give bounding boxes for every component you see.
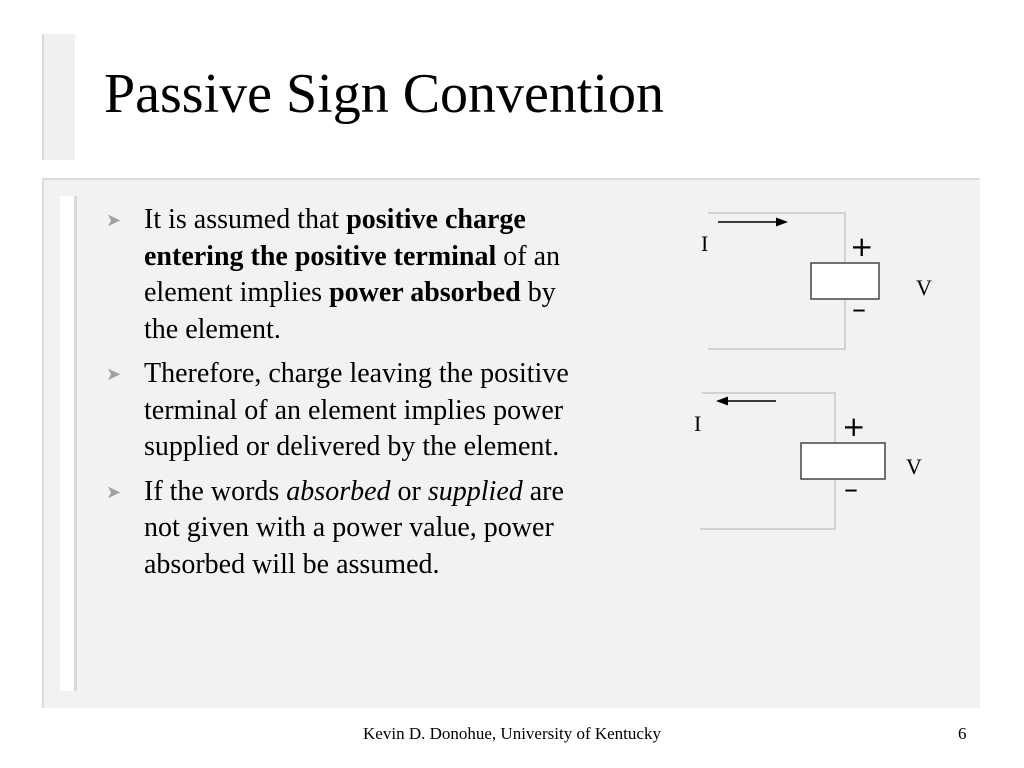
arrowhead-bullet-icon: ➤ <box>106 364 122 384</box>
slide-title: Passive Sign Convention <box>104 63 665 125</box>
minus-sign: – <box>852 292 866 325</box>
current-label: I <box>694 411 702 436</box>
page-number: 6 <box>958 724 967 743</box>
current-arrow-left-icon <box>716 396 728 406</box>
slide-footer: Kevin D. Donohue, University of Kentucky <box>363 724 661 743</box>
text-run: are not given with a power value, power … <box>144 475 564 580</box>
text-run: If the words <box>144 475 287 507</box>
bullet-item: ➤ Therefore, charge leaving the positive… <box>104 356 584 466</box>
emphasis-run: positive charge entering the positive te… <box>144 204 526 272</box>
wire-top <box>708 212 846 263</box>
bullet-text: Therefore, charge leaving the positive t… <box>144 358 569 462</box>
wire-bottom <box>700 479 836 530</box>
bullet-item: ➤ If the words absorbed or supplied are … <box>104 474 584 584</box>
bullet-text: If the words absorbed or supplied are no… <box>144 476 564 580</box>
text-run: It is assumed that <box>144 204 347 235</box>
voltage-label: V <box>906 454 922 479</box>
voltage-label: V <box>916 275 932 300</box>
bullet-list: ➤ It is assumed that positive charge ent… <box>104 202 584 591</box>
text-run: of an element implies <box>144 240 561 309</box>
current-arrow-right-icon <box>776 217 788 227</box>
emphasis-run: absorbed <box>286 475 391 507</box>
arrowhead-bullet-icon: ➤ <box>106 481 122 502</box>
arrowhead-bullet-icon: ➤ <box>106 210 122 230</box>
circuit-diagram-supplied: I + V – <box>690 385 970 535</box>
minus-sign: – <box>844 472 858 505</box>
plus-sign: + <box>850 230 874 263</box>
plus-sign: + <box>842 410 866 443</box>
bullet-item: ➤ It is assumed that positive charge ent… <box>104 202 584 348</box>
wire-bottom <box>708 299 846 350</box>
title-accent-bar <box>42 34 75 160</box>
wire-top <box>702 392 836 443</box>
circuit-diagram-svg <box>700 392 886 530</box>
current-label: I <box>701 231 709 256</box>
element-box <box>810 262 880 300</box>
text-run: Therefore, charge leaving the positive t… <box>144 358 569 462</box>
bullet-text: It is assumed that positive charge enter… <box>144 204 560 345</box>
circuit-diagram-absorbed: I + V – <box>690 205 970 355</box>
circuit-diagram-svg <box>708 212 880 350</box>
emphasis-run: power absorbed <box>329 277 521 308</box>
text-run: or <box>390 475 428 507</box>
content-accent-bar <box>60 196 77 691</box>
text-run: by the element. <box>144 277 556 345</box>
element-box <box>800 442 886 480</box>
emphasis-run: supplied <box>427 475 523 507</box>
